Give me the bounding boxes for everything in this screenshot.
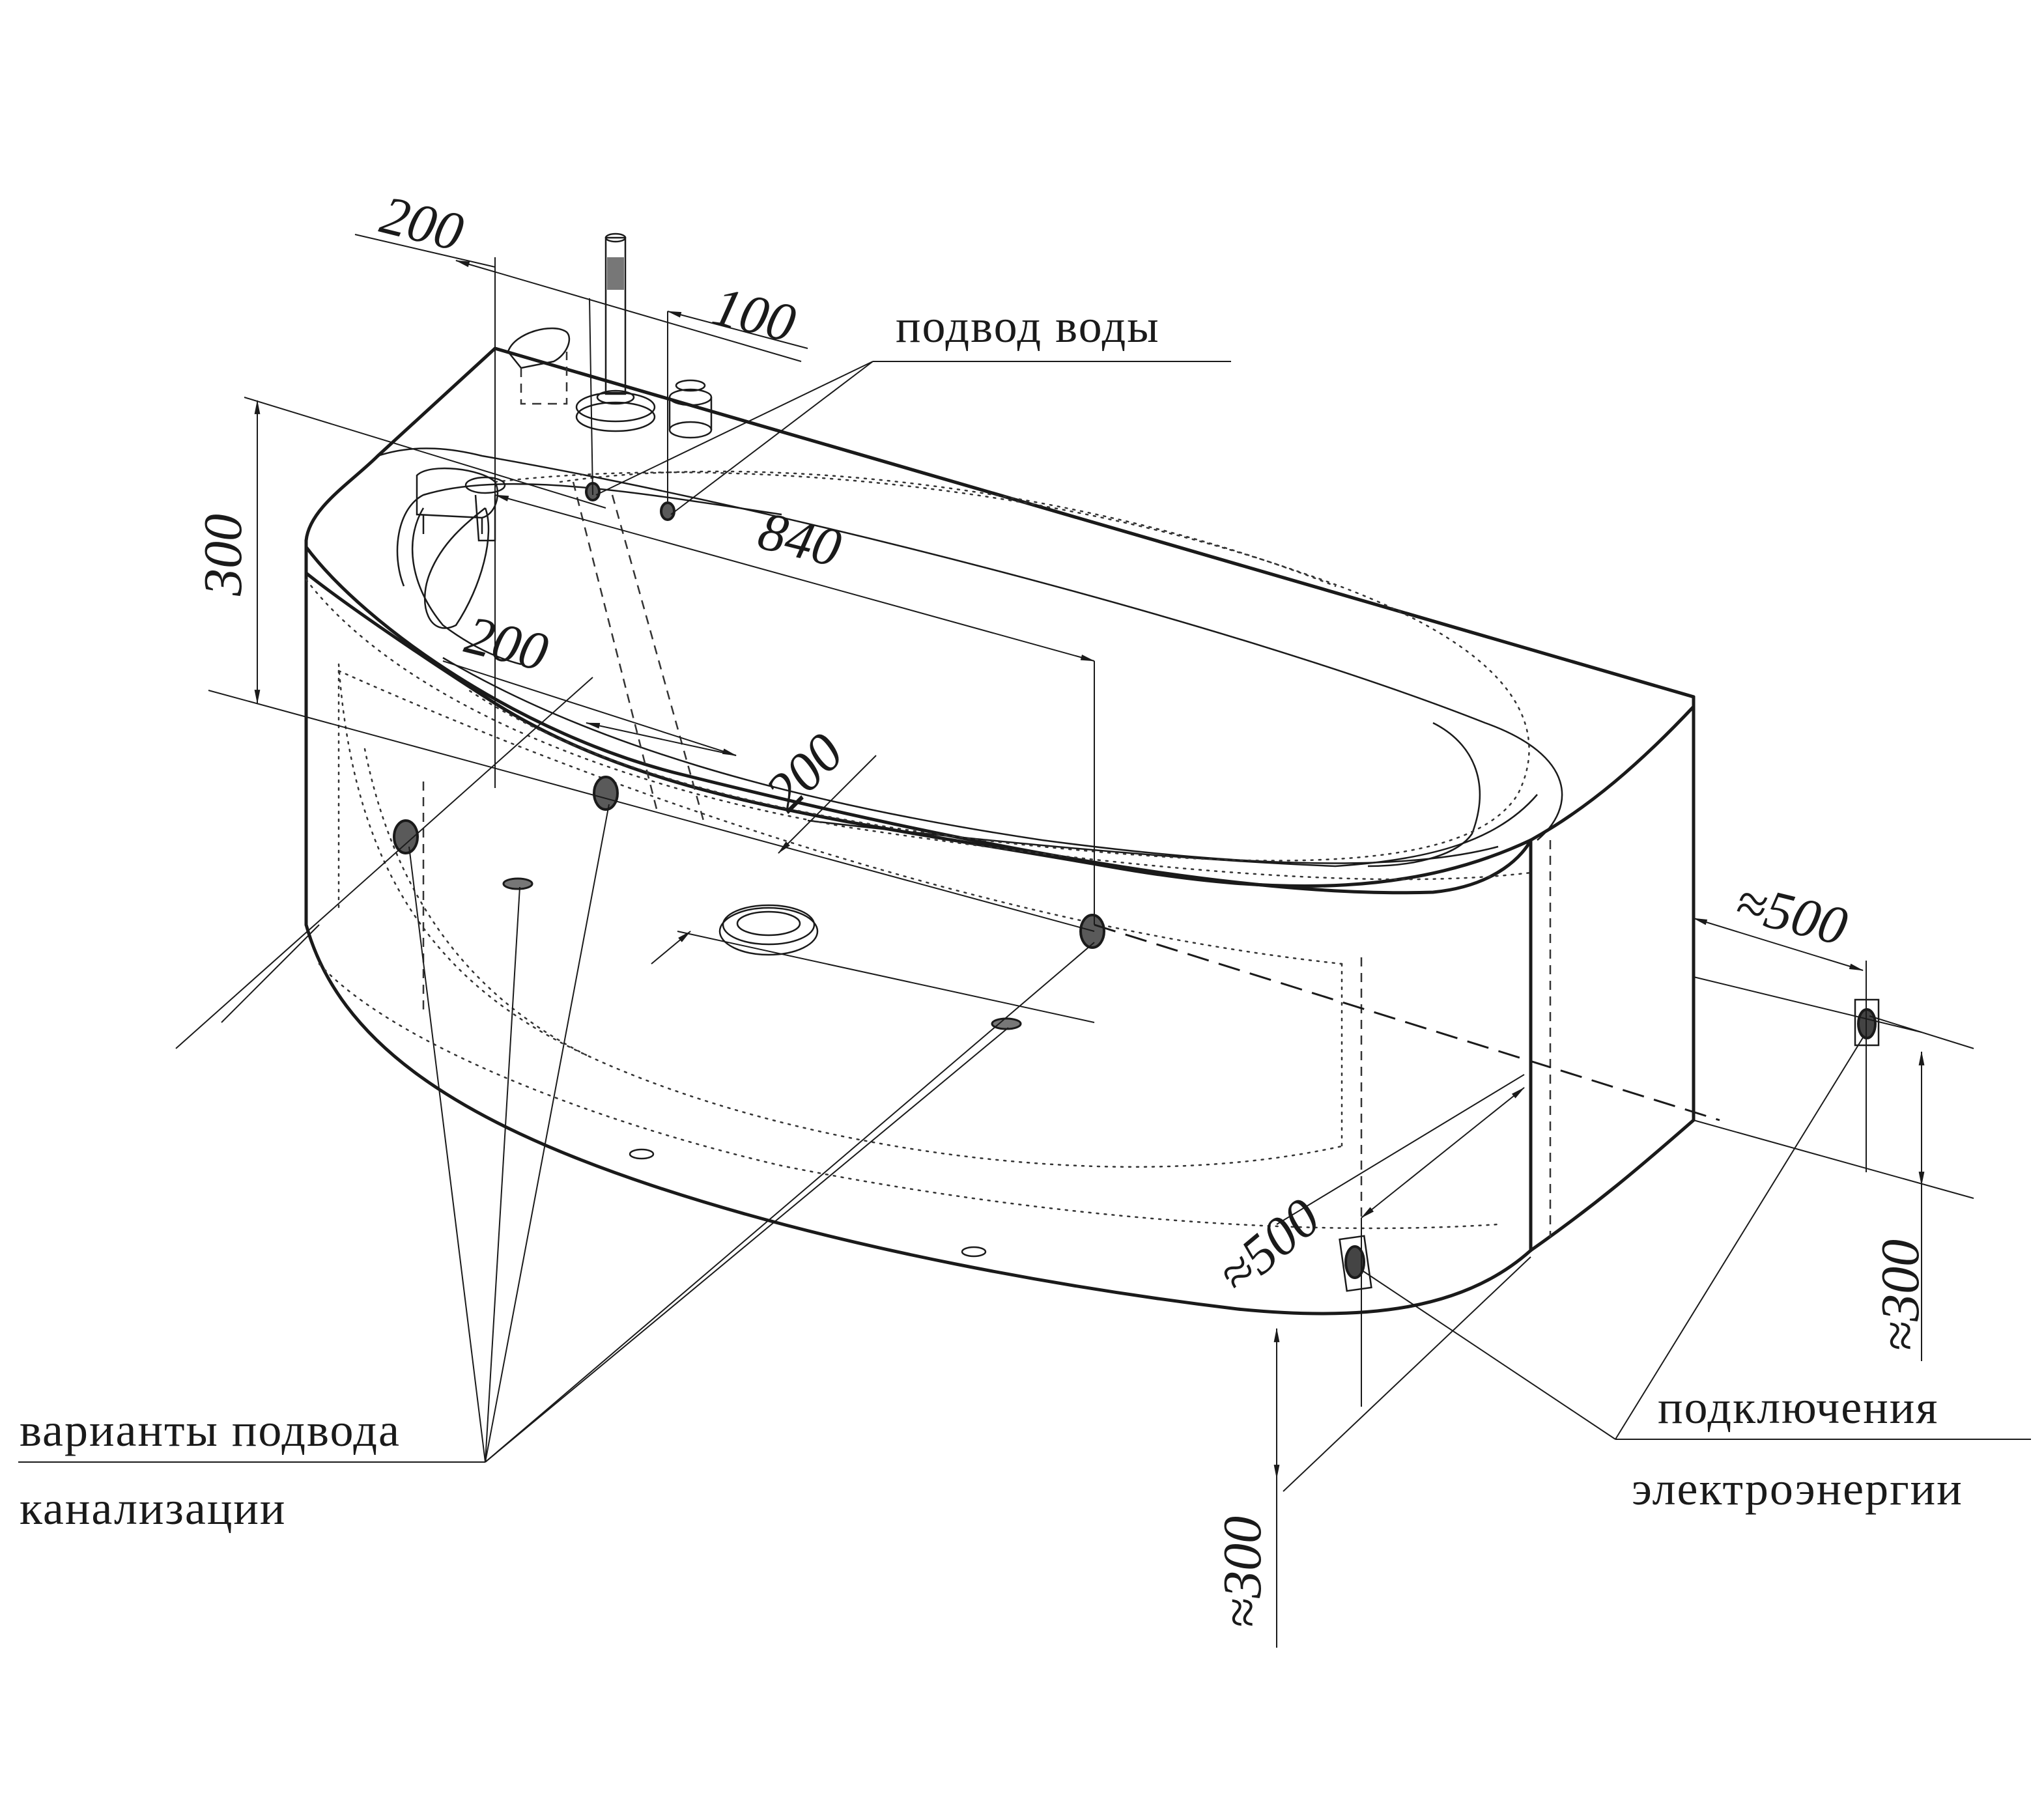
- dimension-lines: [175, 234, 1974, 1648]
- dim-front-500: ≈500: [1206, 1187, 1331, 1306]
- drain-port-mid: [593, 776, 619, 811]
- dim-front-200-b: 200: [754, 722, 855, 823]
- drain-outlet-floor-2: [991, 1017, 1022, 1030]
- dim-right-300: ≈300: [1870, 1239, 1931, 1351]
- drain-outlet-floor-1: [502, 877, 533, 890]
- spout: [507, 327, 571, 369]
- shower-handset: [604, 236, 627, 395]
- socket-front-frame: [1339, 1235, 1372, 1292]
- label-drain-options-1: варианты подвода: [20, 1404, 401, 1456]
- label-drain-options-2: канализации: [20, 1482, 286, 1534]
- labels: подвод воды варианты подвода канализации…: [20, 300, 1963, 1534]
- faucet-group: [416, 232, 713, 629]
- mixer-handle: [668, 388, 713, 406]
- water-port-cold: [660, 501, 675, 521]
- dim-tap-100: 100: [707, 275, 801, 354]
- water-supply-ports: [585, 482, 675, 521]
- tub-right-panel-back: [1529, 695, 1696, 1252]
- power-sockets: [1339, 998, 1880, 1292]
- tub-front-top-edge: [304, 545, 1533, 895]
- drain-port-left: [393, 819, 419, 854]
- tub-bottom-edge: [304, 923, 1533, 1316]
- label-power-1: подключения: [1658, 1381, 1938, 1433]
- drain-ports: [393, 776, 1105, 1030]
- tub-rim-outline: [304, 346, 1696, 888]
- shower-hose: [424, 507, 490, 629]
- dim-top-200: 200: [375, 184, 469, 263]
- dim-right-500: ≈500: [1729, 871, 1852, 957]
- dim-front-300: ≈300: [1212, 1516, 1273, 1628]
- shower-base: [575, 391, 656, 423]
- dim-length-840: 840: [752, 500, 847, 579]
- overflow-drain: [722, 904, 816, 946]
- bathtub-body: [304, 346, 1696, 1316]
- socket-front: [1344, 1245, 1365, 1279]
- tub-top-back-edge: [493, 346, 1696, 699]
- jets: [629, 1148, 987, 1258]
- label-water-supply: подвод воды: [896, 300, 1160, 352]
- dim-height-300: 300: [193, 514, 253, 597]
- label-power-2: электроэнергии: [1632, 1463, 1963, 1515]
- leader-lines: [18, 361, 2031, 1463]
